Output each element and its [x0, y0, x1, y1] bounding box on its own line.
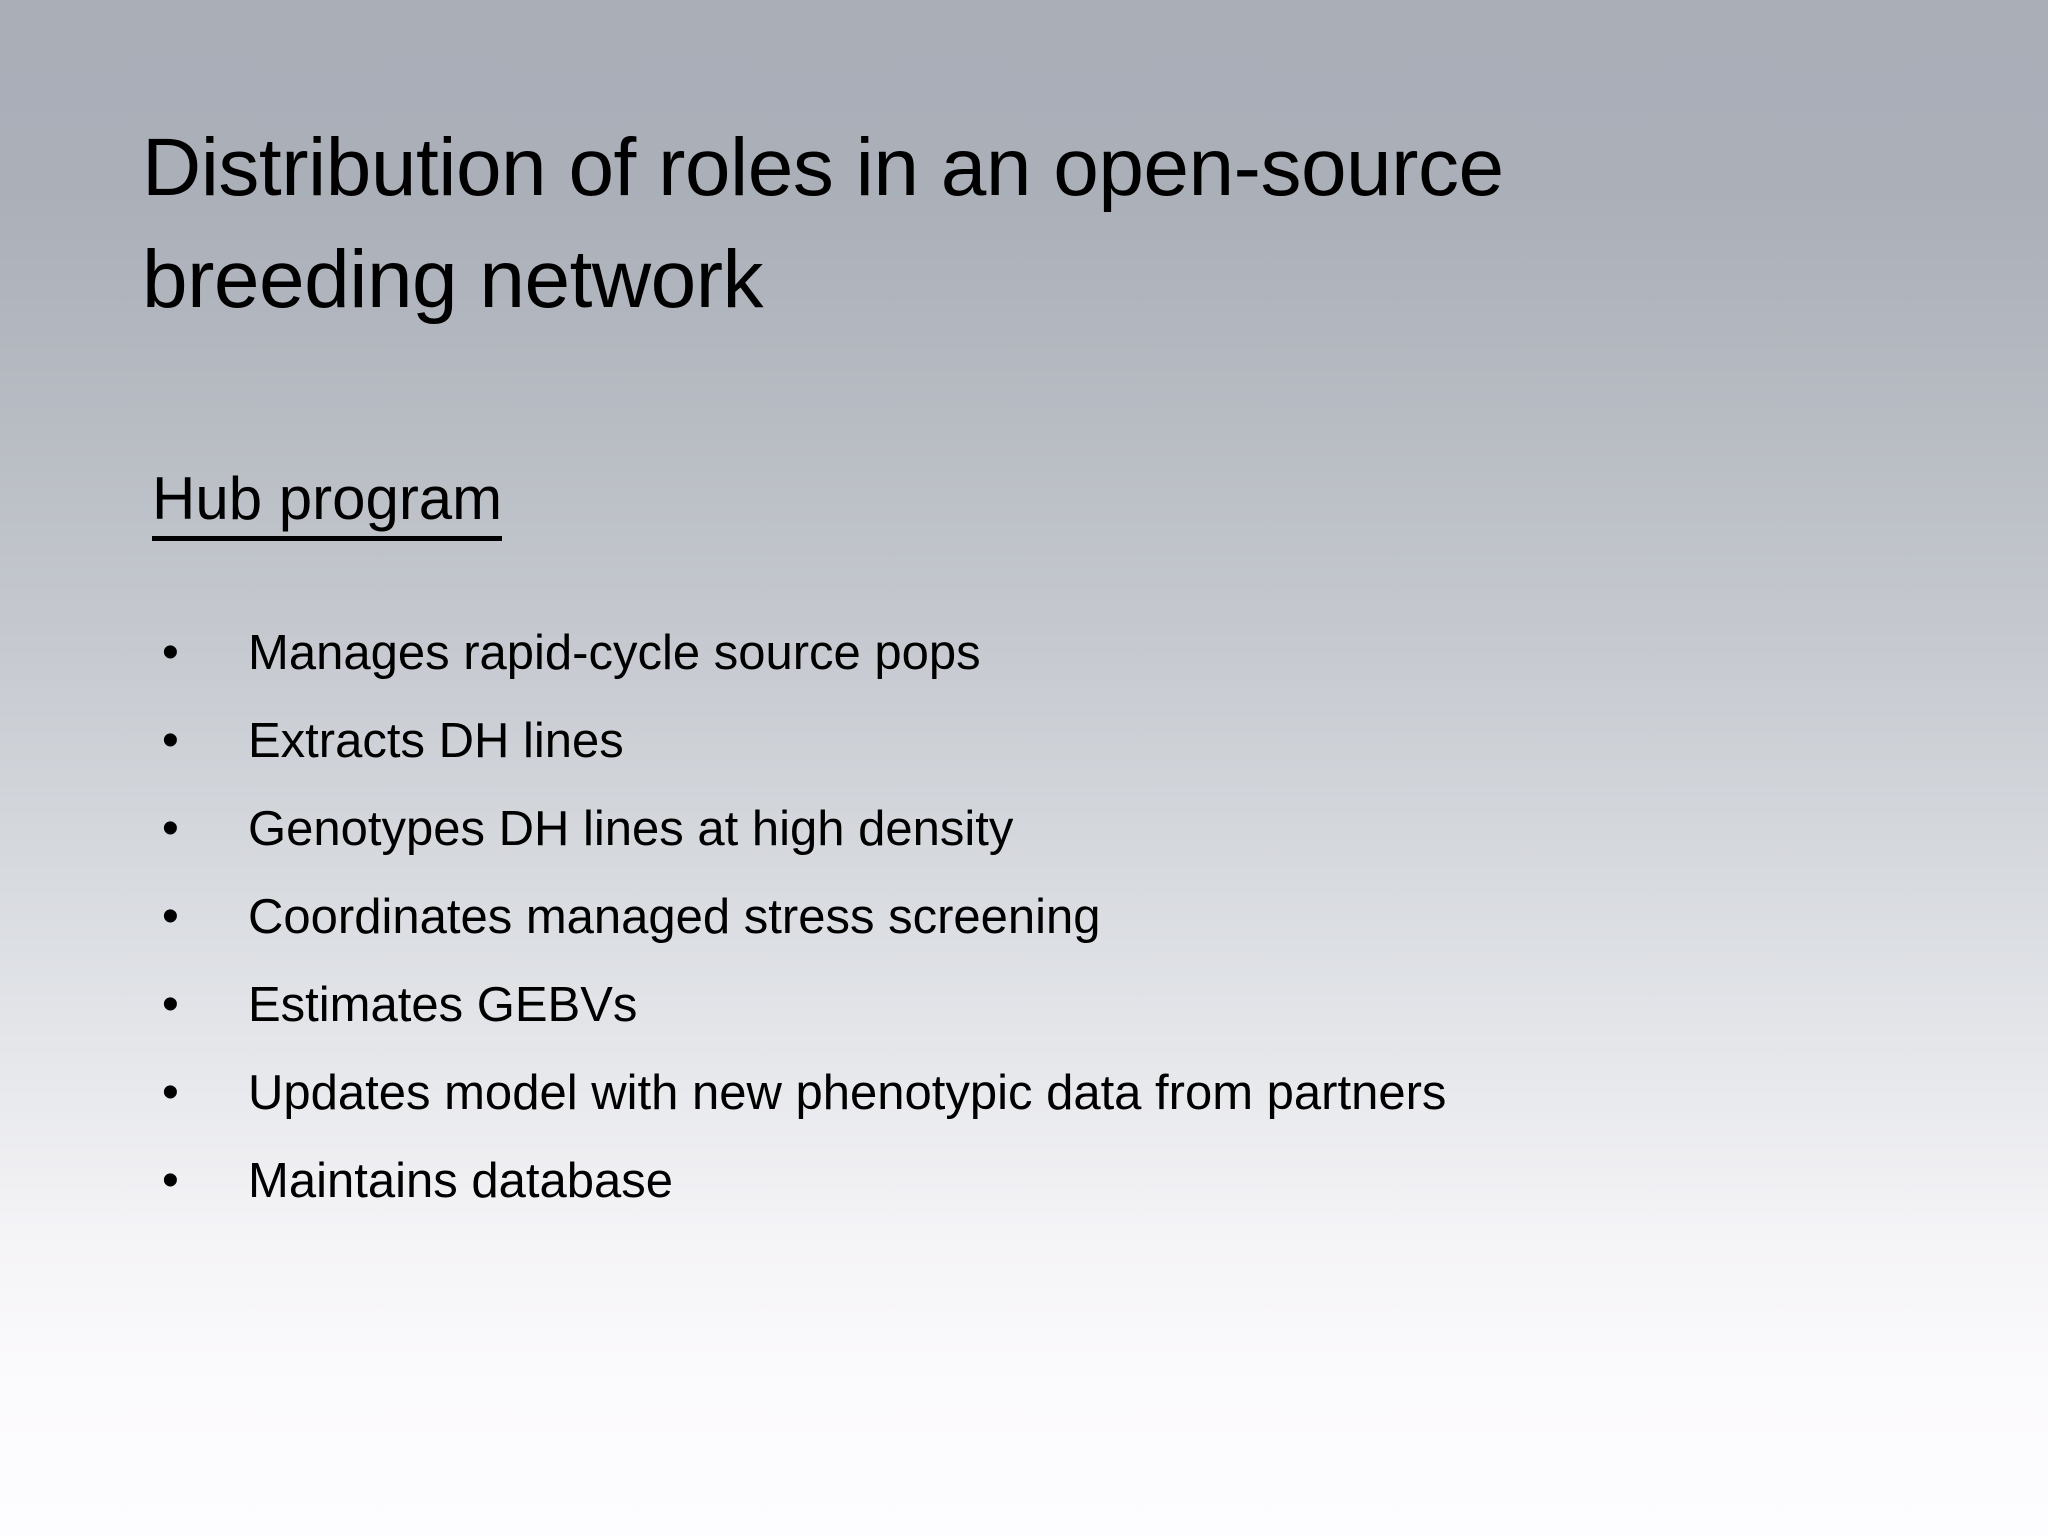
- bullet-dot-icon: •: [162, 1066, 179, 1119]
- list-item-label: Coordinates managed stress screening: [248, 890, 1101, 944]
- page-title-line-1: Distribution of roles in an open-source: [142, 122, 1504, 213]
- bullet-dot-icon: •: [162, 802, 179, 855]
- bullet-dot-icon: •: [162, 978, 179, 1031]
- section-heading-hub-program: Hub program: [152, 464, 503, 541]
- list-item-label: Maintains database: [248, 1154, 673, 1208]
- list-item-label: Extracts DH lines: [248, 714, 624, 768]
- list-item-label: Estimates GEBVs: [248, 978, 638, 1032]
- list-item: • Extracts DH lines: [150, 708, 1950, 796]
- bullet-list: • Manages rapid-cycle source pops • Extr…: [150, 620, 1950, 1236]
- list-item-label: Updates model with new phenotypic data f…: [248, 1066, 1447, 1120]
- list-item: • Estimates GEBVs: [150, 972, 1950, 1060]
- list-item: • Coordinates managed stress screening: [150, 884, 1950, 972]
- bullet-dot-icon: •: [162, 1154, 179, 1207]
- list-item: • Maintains database: [150, 1148, 1950, 1236]
- section-heading-container: Hub program: [152, 464, 503, 541]
- list-item: • Genotypes DH lines at high density: [150, 796, 1950, 884]
- page-title-line-2: breeding network: [142, 234, 764, 325]
- bullet-dot-icon: •: [162, 890, 179, 943]
- list-item-label: Manages rapid-cycle source pops: [248, 626, 981, 680]
- bullet-dot-icon: •: [162, 626, 179, 679]
- list-item-label: Genotypes DH lines at high density: [248, 802, 1014, 856]
- list-item: • Updates model with new phenotypic data…: [150, 1060, 1950, 1148]
- list-item: • Manages rapid-cycle source pops: [150, 620, 1950, 708]
- page-title: Distribution of roles in an open-source …: [142, 112, 1862, 336]
- bullet-dot-icon: •: [162, 714, 179, 767]
